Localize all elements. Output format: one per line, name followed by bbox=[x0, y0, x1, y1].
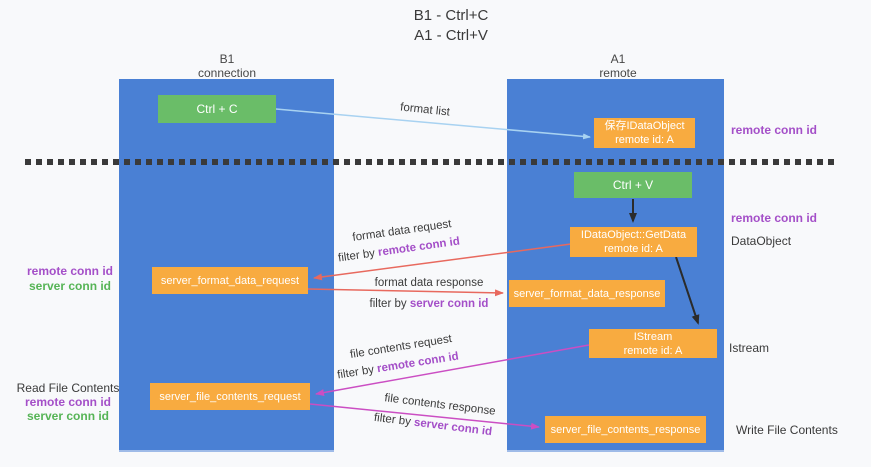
box-getdata-line1: IDataObject::GetData bbox=[580, 229, 687, 241]
title-line-ctrl-v: A1 - Ctrl+V bbox=[414, 27, 488, 44]
label-block-read-file-contents: Read File Contents remote conn id server… bbox=[12, 381, 124, 423]
lifeline-header-b1: B1 connection bbox=[162, 52, 292, 80]
label-remote-conn-id-left2: remote conn id bbox=[24, 395, 111, 409]
label-write-file-contents: Write File Contents bbox=[736, 423, 838, 437]
label-istream: Istream bbox=[729, 341, 770, 355]
label-block-conn-ids-left: remote conn id server conn id bbox=[18, 264, 122, 294]
box-server-format-data-request: server_format_data_request bbox=[152, 267, 308, 294]
session-separator-dashed-line bbox=[25, 159, 835, 165]
arrow-format-data-response bbox=[307, 288, 504, 297]
arrow-format-data-request bbox=[313, 243, 572, 281]
diagram-title: B1 - Ctrl+C A1 - Ctrl+V bbox=[331, 6, 571, 46]
arrow-format-list bbox=[275, 108, 591, 140]
box-idataobject-getdata: IDataObject::GetData remote id: A bbox=[570, 227, 697, 257]
lifeline-a1-name: A1 bbox=[610, 52, 626, 66]
box-istream-line2: remote id: A bbox=[623, 344, 683, 357]
box-server-format-data-response: server_format_data_response bbox=[509, 280, 665, 307]
arrow-file-contents-request bbox=[315, 344, 590, 397]
box-ctrl-c: Ctrl + C bbox=[158, 95, 276, 123]
box-istream-line1: IStream bbox=[633, 330, 673, 343]
filter-prefix: filter by bbox=[369, 298, 410, 310]
label-dataobject: DataObject bbox=[731, 234, 792, 248]
label-read-file-contents: Read File Contents bbox=[16, 381, 120, 395]
lifeline-b1-role: connection bbox=[197, 66, 257, 80]
label-remote-conn-id-right-mid: remote conn id bbox=[731, 211, 818, 225]
label-server-conn-id-left2: server conn id bbox=[26, 409, 110, 423]
lifeline-header-a1: A1 remote bbox=[553, 52, 683, 80]
label-format-data-response: format data response bbox=[374, 277, 484, 289]
filter-id-server-conn-id: server conn id bbox=[409, 298, 489, 310]
label-filter-server-conn-id-1: filter by server conn id bbox=[370, 298, 489, 310]
arrow-file-contents-response bbox=[309, 403, 540, 430]
box-save-idataobject: 保存IDataObject remote id: A bbox=[594, 118, 695, 148]
box-istream: IStream remote id: A bbox=[589, 329, 717, 358]
label-server-conn-id-left: server conn id bbox=[28, 279, 112, 293]
box-ctrl-v: Ctrl + V bbox=[574, 172, 692, 198]
arrow-getdata-to-istream bbox=[675, 256, 700, 325]
label-remote-conn-id-left: remote conn id bbox=[26, 264, 113, 278]
box-getdata-line2: remote id: A bbox=[604, 243, 663, 255]
box-server-file-contents-response: server_file_contents_response bbox=[545, 416, 706, 443]
box-server-file-contents-request: server_file_contents_request bbox=[150, 383, 310, 410]
label-remote-conn-id-right-top: remote conn id bbox=[731, 123, 818, 137]
box-save-idataobject-line1: 保存IDataObject bbox=[604, 120, 685, 132]
lifeline-a1-role: remote bbox=[599, 66, 637, 80]
lifeline-b1-name: B1 bbox=[219, 52, 235, 66]
title-line-ctrl-c: B1 - Ctrl+C bbox=[413, 7, 489, 24]
box-save-idataobject-line2: remote id: A bbox=[615, 134, 674, 146]
